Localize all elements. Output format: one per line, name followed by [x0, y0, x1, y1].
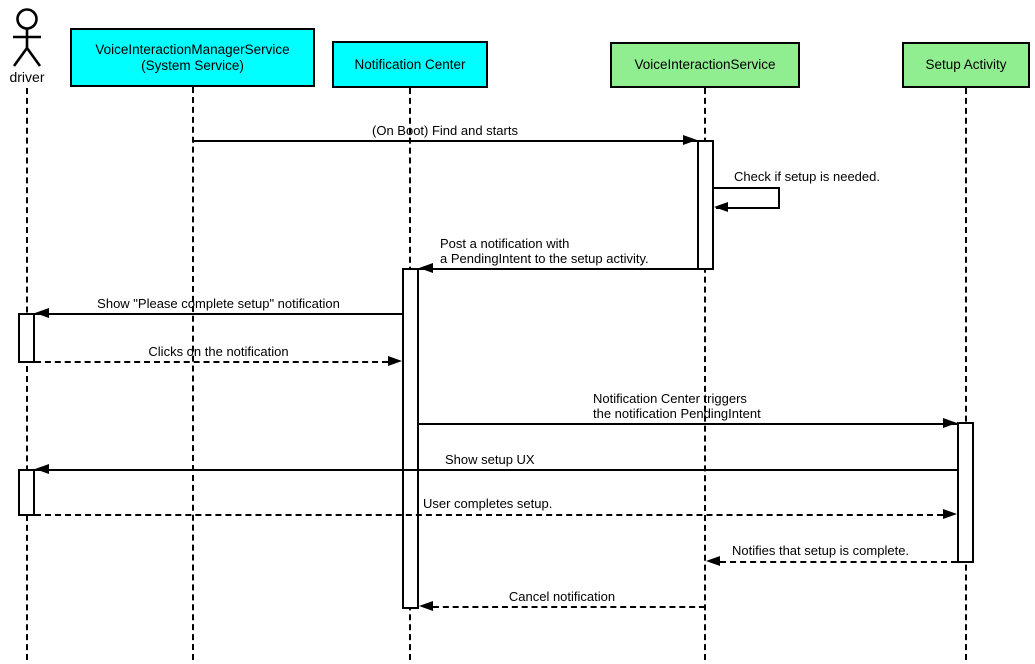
arrowhead-left [419, 263, 433, 273]
message-label: (On Boot) Find and starts [372, 123, 518, 138]
lifeline-setup-activity [965, 88, 967, 660]
message-line-clicks-notification [35, 361, 388, 363]
activation-driver-2 [18, 469, 35, 516]
arrowhead-left [706, 556, 720, 566]
participant-voice-interaction-service: VoiceInteractionService [610, 42, 800, 88]
message-line-post-notification [419, 268, 697, 270]
message-line-notifies-setup-complete [720, 561, 957, 563]
message-line-cancel-notification [433, 606, 705, 608]
message-label: Notifies that setup is complete. [732, 543, 910, 558]
message-label: Cancel notification [508, 589, 616, 604]
arrowhead-right [943, 418, 957, 428]
message-label: Clicks on the notification [148, 344, 289, 359]
arrowhead-left [35, 464, 49, 474]
activation-notification-center [402, 268, 419, 609]
message-line-user-completes-setup [35, 514, 943, 516]
message-label: Notification Center triggers the notific… [593, 391, 761, 421]
lifeline-driver [26, 88, 28, 660]
activation-voice-interaction-service [697, 140, 714, 270]
message-line-show-setup-notification [35, 313, 402, 315]
lifeline-voice-interaction-service [704, 88, 706, 660]
actor-label: driver [9, 69, 45, 85]
actor-icon [12, 8, 42, 67]
arrowhead-right [683, 135, 697, 145]
message-label: User completes setup. [423, 496, 553, 511]
participant-label: Notification Center [354, 56, 466, 72]
message-line-show-setup-ux [35, 469, 957, 471]
message-label: Check if setup is needed. [734, 169, 880, 184]
participant-voice-interaction-manager-service: VoiceInteractionManagerService (System S… [70, 28, 315, 87]
participant-label: VoiceInteractionManagerService (System S… [95, 41, 290, 73]
message-label: Show setup UX [445, 452, 535, 467]
message-label: Post a notification with a PendingIntent… [440, 236, 649, 266]
arrowhead-right [943, 509, 957, 519]
message-line-triggers-pendingintent [419, 423, 957, 425]
participant-label: Setup Activity [925, 57, 1007, 72]
message-line-on-boot-find-and-starts [193, 140, 697, 142]
arrowhead-right [388, 356, 402, 366]
arrowhead-left [419, 601, 433, 611]
participant-label: VoiceInteractionService [634, 57, 776, 72]
arrowhead-left [714, 202, 728, 212]
self-message-right-line [778, 187, 780, 209]
activation-driver-1 [18, 313, 35, 363]
activation-setup-activity [957, 422, 974, 563]
participant-notification-center: Notification Center [332, 41, 488, 88]
lifeline-voice-interaction-manager-service [192, 87, 194, 660]
self-message-top-line [714, 187, 780, 189]
arrowhead-left [35, 308, 49, 318]
participant-setup-activity: Setup Activity [902, 42, 1030, 88]
self-message-bottom-line [716, 207, 780, 209]
message-label: Show "Please complete setup" notificatio… [97, 296, 340, 311]
